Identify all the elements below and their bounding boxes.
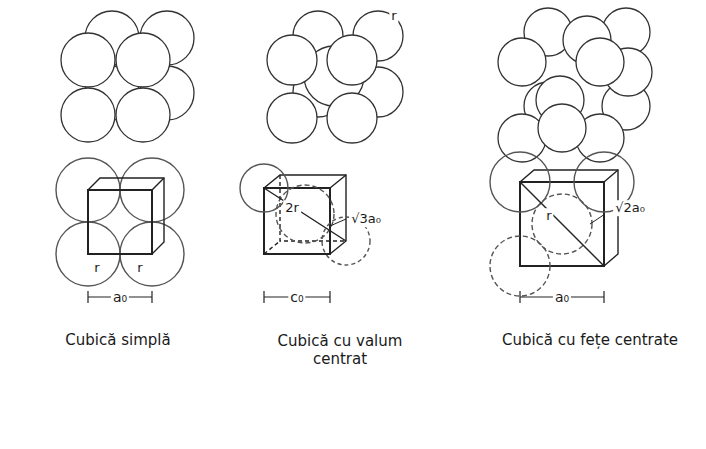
radius-label: r [544, 208, 553, 224]
diagonal-label: √2a₀ [613, 200, 647, 216]
bcc-spheres [267, 11, 403, 143]
simple-cubic-spheres [61, 11, 194, 142]
caption-text: Cubică cu fețe centrate [500, 331, 680, 349]
fcc-cell [490, 152, 634, 296]
dimension-lines [88, 291, 604, 303]
simple-cubic-cell [56, 158, 184, 286]
fcc-spheres [498, 8, 652, 162]
radius-label: r [389, 8, 398, 24]
dimension-label: a₀ [111, 289, 129, 306]
radius-label: r [135, 260, 144, 276]
caption-text: Cubică simplă [63, 331, 172, 349]
diagonal-label: √3a₀ [349, 211, 383, 227]
dimension-label: a₀ [553, 289, 571, 306]
radius-label: 2r [283, 200, 301, 216]
caption-text: Cubică cu valum centrat [263, 332, 417, 368]
dimension-label: c₀ [288, 289, 305, 306]
radius-label: r [92, 260, 101, 276]
